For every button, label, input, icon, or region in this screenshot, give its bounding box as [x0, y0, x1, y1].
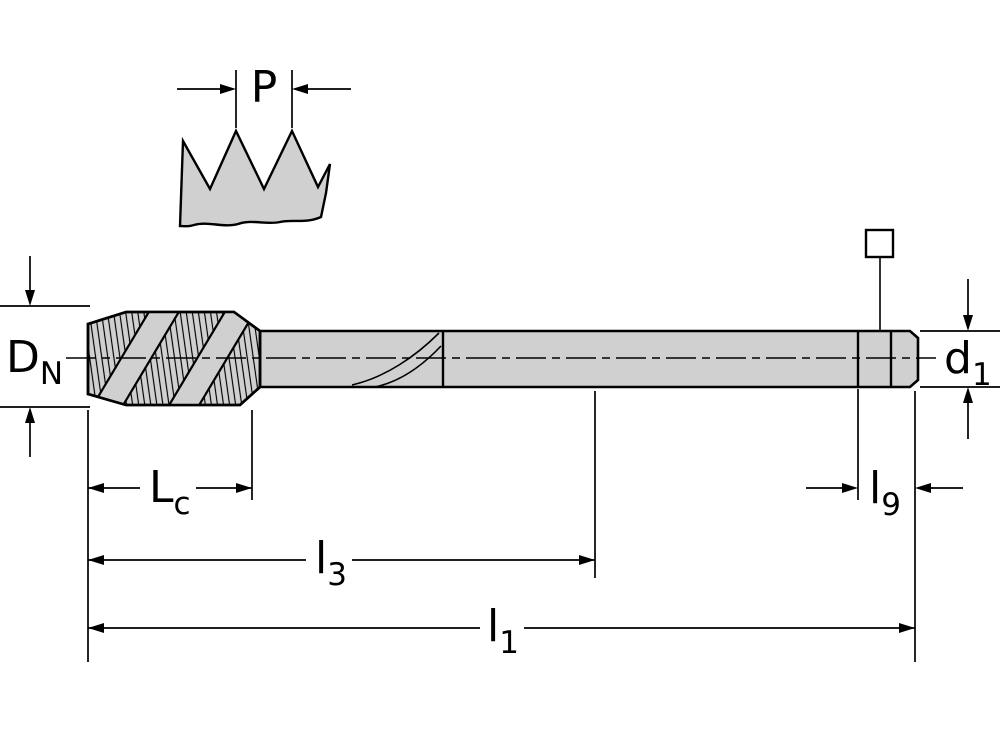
thread-profile-detail: P: [177, 62, 351, 228]
arrowhead: [963, 387, 973, 403]
arrowhead: [292, 84, 308, 94]
arrowhead: [88, 623, 104, 633]
thread-length-label: l3: [315, 533, 347, 593]
square-length-label: l9: [869, 463, 901, 523]
square-end-symbol: [864, 228, 895, 259]
arrowhead: [25, 290, 35, 306]
nominal-diameter-label: DN: [6, 332, 63, 392]
pitch-label: P: [251, 62, 278, 113]
arrowhead: [88, 555, 104, 565]
arrowhead: [915, 483, 931, 493]
dimension-square-length: l9: [806, 463, 963, 523]
pitch-dimension: P: [177, 62, 351, 128]
dimension-chamfer-length: Lc: [88, 462, 252, 522]
dimension-shank-diameter: d1: [920, 279, 1000, 439]
spiral-flute: [166, 312, 258, 405]
flute-runout-curve: [374, 345, 442, 388]
arrowhead: [963, 315, 973, 331]
chamfer-length-label: Lc: [149, 462, 191, 522]
square-end-callout: [864, 228, 895, 330]
thread-profile-shape: [178, 128, 332, 228]
tap-shank: [258, 329, 920, 389]
flute-runout-curve: [351, 332, 440, 386]
arrowhead: [220, 84, 236, 94]
arrowhead: [88, 483, 104, 493]
dimension-nominal-diameter: DN: [0, 256, 90, 457]
shank-diameter-label: d1: [944, 333, 992, 393]
overall-length-label: l1: [487, 601, 519, 661]
tap-side-view: [66, 310, 936, 407]
arrowhead: [236, 483, 252, 493]
arrowhead: [899, 623, 915, 633]
cutting-head-outline: [86, 310, 262, 407]
arrowhead: [25, 407, 35, 423]
dimension-overall-length: l1: [88, 601, 915, 661]
dimension-thread-length: l3: [88, 533, 595, 593]
arrowhead: [579, 555, 595, 565]
arrowhead: [842, 483, 858, 493]
